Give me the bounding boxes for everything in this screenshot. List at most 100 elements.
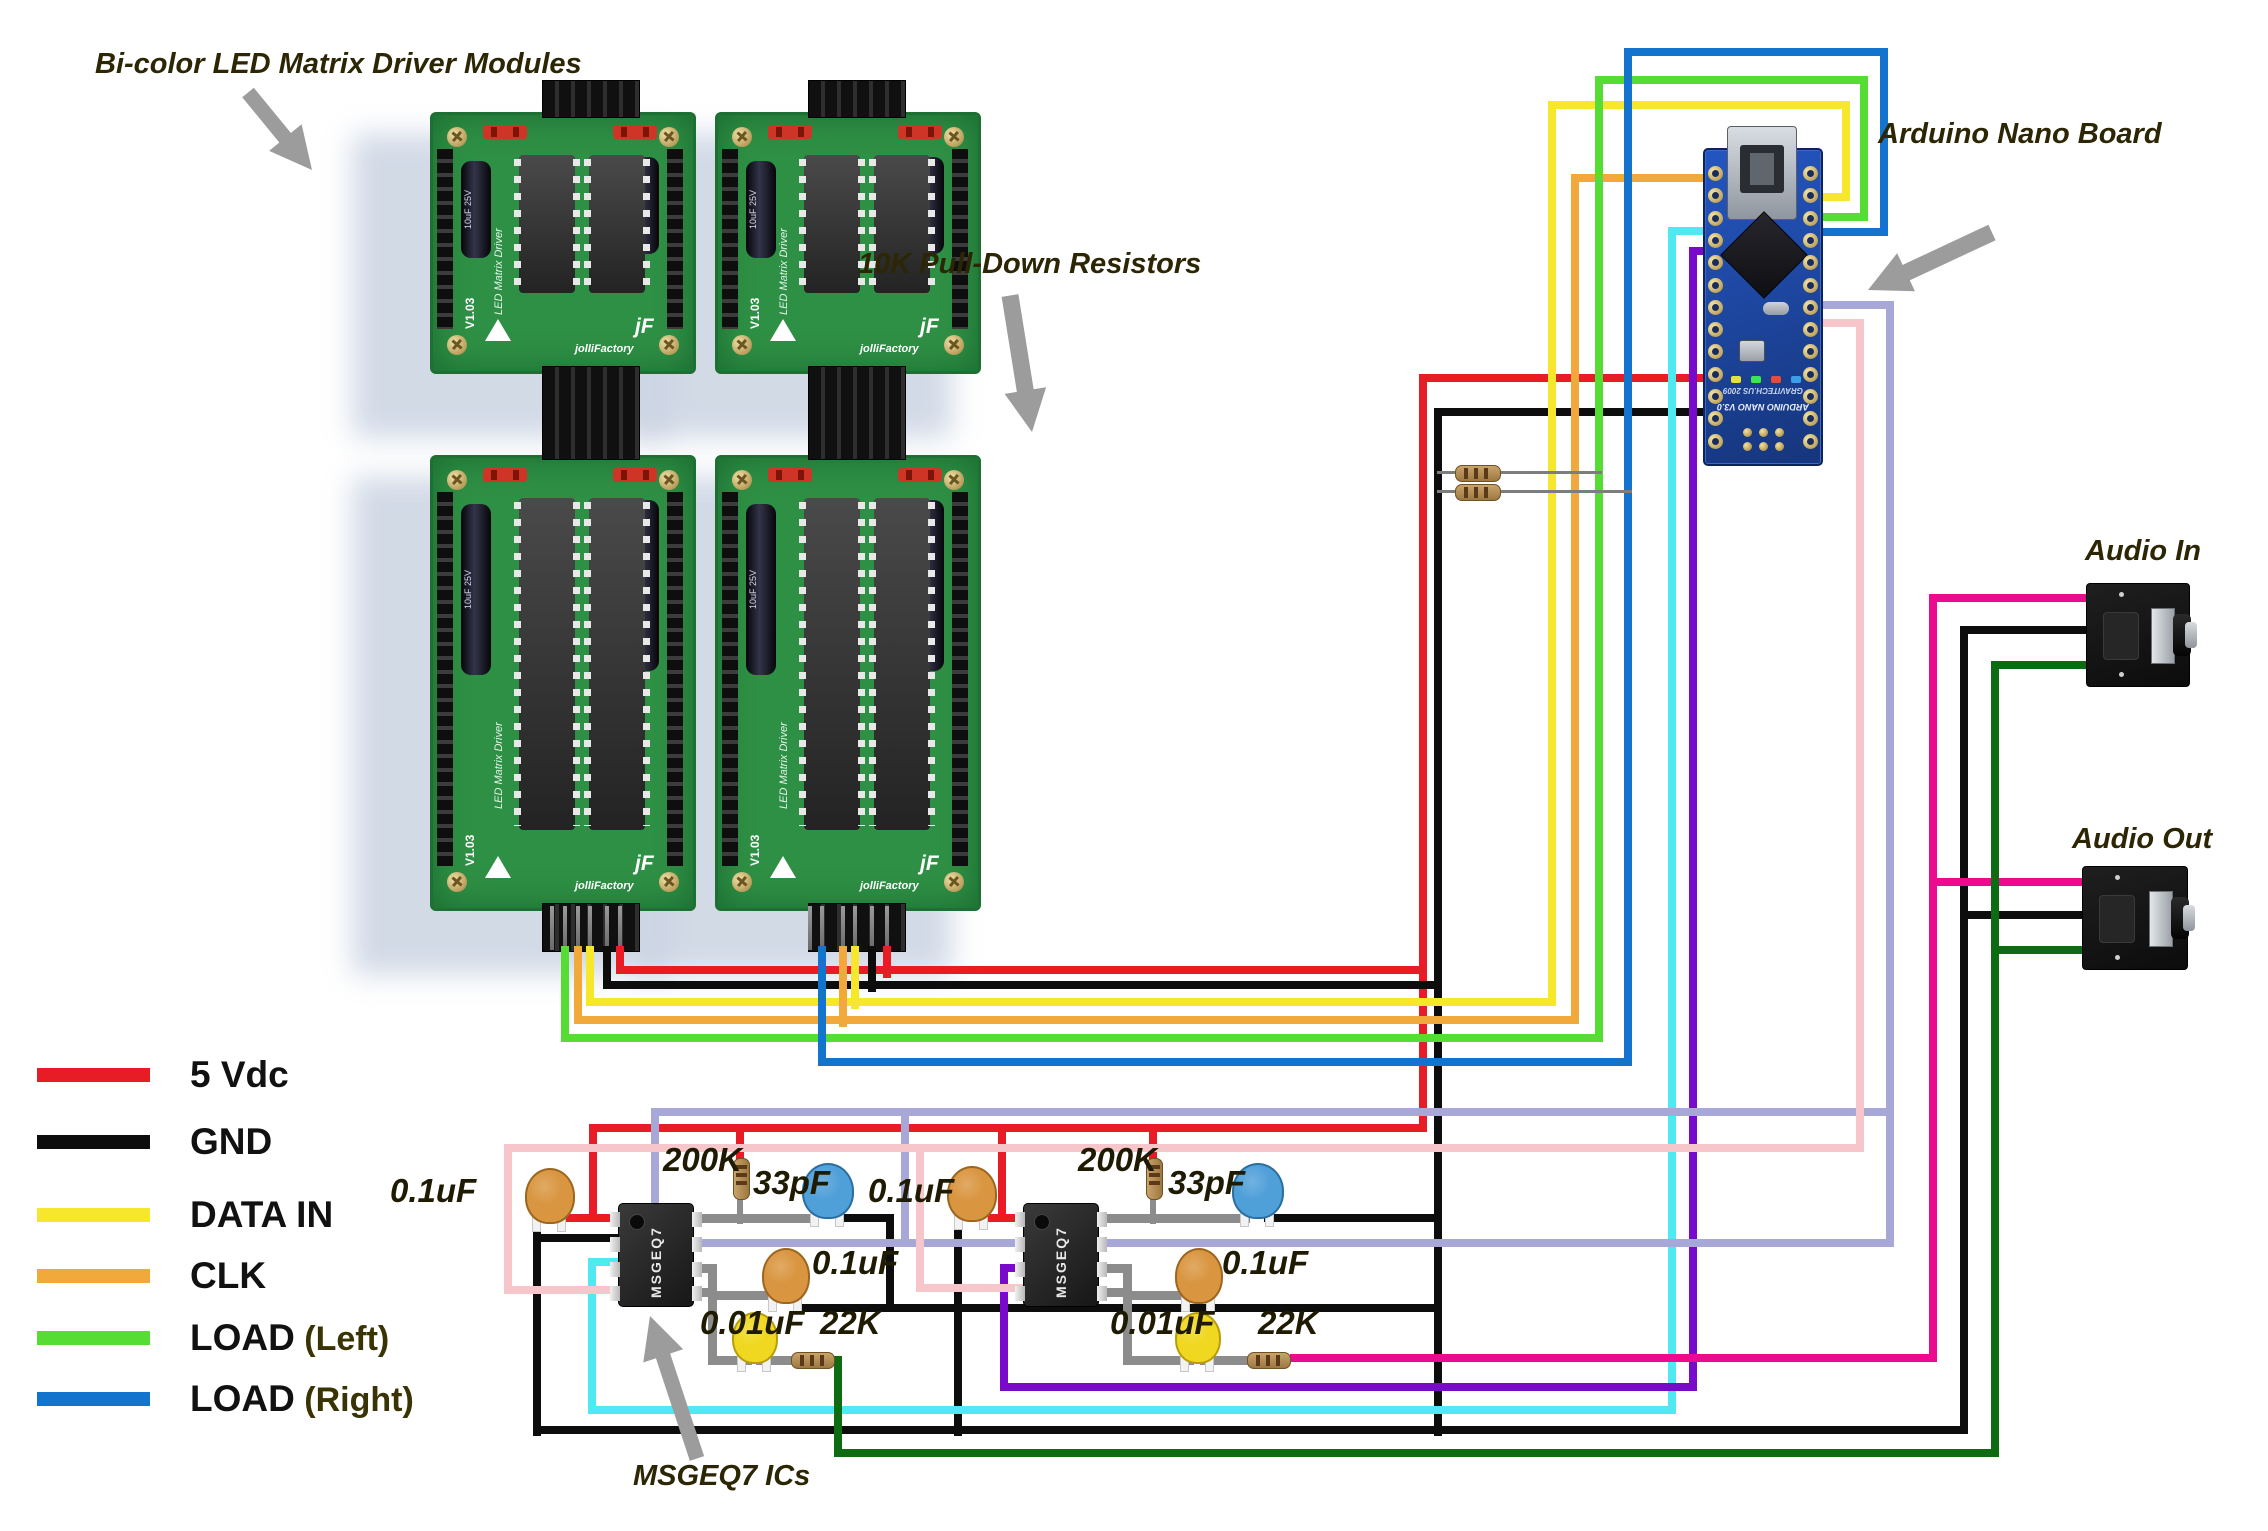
wire-datain-yellow bbox=[1842, 101, 1850, 201]
dip-pin bbox=[692, 1286, 702, 1302]
msgeq7-ic-left: MSGEQ7 bbox=[610, 1203, 702, 1307]
wire-gray-right-pin4 bbox=[1122, 1287, 1132, 1365]
screw-icon bbox=[944, 872, 964, 892]
wire-clk-right-module-stub bbox=[839, 946, 847, 1027]
cap-33pF-left bbox=[802, 1163, 854, 1219]
io-pin bbox=[1803, 166, 1818, 181]
brand-name: jolliFactory bbox=[575, 880, 634, 892]
status-led bbox=[1731, 376, 1741, 383]
dip-pin bbox=[610, 1286, 620, 1302]
band bbox=[906, 127, 912, 137]
ic-pins-left bbox=[869, 159, 876, 289]
resistor-band bbox=[1484, 468, 1488, 479]
diagram-label: Arduino Nano Board bbox=[1878, 118, 2162, 150]
wire-gnd-audio-out-branch bbox=[1960, 911, 2094, 919]
resistor-200K-left bbox=[733, 1158, 750, 1200]
resistor-smd bbox=[613, 125, 657, 139]
wire-gray-left-pin3 bbox=[707, 1290, 782, 1300]
wire-purple-right-msgeq7 bbox=[1000, 1264, 1029, 1272]
resistor-band bbox=[1474, 487, 1478, 498]
resistor-band bbox=[736, 1181, 747, 1185]
pin-header-right bbox=[667, 492, 683, 866]
wire-cyan-left-msgeq7 bbox=[1668, 227, 1716, 235]
driver-ic bbox=[514, 498, 580, 830]
screw-icon bbox=[732, 127, 752, 147]
wire-gray-left-pin3 bbox=[707, 1263, 717, 1300]
brand-name: jolliFactory bbox=[860, 343, 919, 355]
arrow-to-msgeq7 bbox=[654, 1349, 705, 1461]
dip-pin bbox=[1015, 1286, 1025, 1302]
screw-icon bbox=[447, 335, 467, 355]
io-pin bbox=[1803, 210, 1818, 226]
pin-hole bbox=[1807, 192, 1814, 200]
dip-pin bbox=[1097, 1212, 1107, 1227]
diagram-label: Audio Out bbox=[2072, 823, 2213, 855]
arrow-to-pulldown-resistors-head bbox=[1004, 387, 1053, 436]
io-pin bbox=[1708, 411, 1723, 427]
wire-gnd-left-cap bbox=[533, 1216, 541, 1436]
screw-icon bbox=[944, 335, 964, 355]
driver-ic bbox=[869, 498, 935, 830]
resistor-band bbox=[1474, 468, 1478, 479]
resistor-band bbox=[820, 1355, 824, 1366]
pin-hole bbox=[1807, 326, 1814, 334]
resistor-10K-bottom bbox=[1455, 484, 1501, 501]
pin-hole bbox=[1712, 370, 1719, 378]
wire-gray-left-001uf-to-22k bbox=[755, 1355, 800, 1365]
wire-5vdc-modules-to-arduino bbox=[1419, 374, 1716, 382]
pin-hole bbox=[1712, 393, 1719, 400]
wire-gnd-mid-1308 bbox=[793, 1304, 1442, 1312]
screw-icon bbox=[447, 470, 467, 490]
wire-lavender-bus-lower-to-arduino bbox=[686, 1239, 1894, 1247]
wire-gnd-bottom-bus-to-audio bbox=[533, 1426, 1968, 1434]
wire-gray-left-pin1 bbox=[685, 1213, 818, 1223]
pin-hole bbox=[1807, 259, 1814, 267]
wire-darkgreen-audio-in bbox=[1991, 661, 2094, 669]
io-pin bbox=[1708, 433, 1723, 449]
component-value-label: 33pF bbox=[753, 1164, 831, 1201]
io-pin bbox=[1803, 322, 1818, 338]
band bbox=[621, 127, 627, 137]
pin-hole bbox=[1807, 393, 1814, 400]
capacitor-10uf: 10uF 25V bbox=[746, 504, 776, 675]
wire-purple-right-msgeq7 bbox=[1000, 1383, 1697, 1391]
jack-detail bbox=[2103, 612, 2139, 660]
driver-ic bbox=[584, 498, 650, 830]
resistor-smd bbox=[483, 468, 527, 482]
resistor-10K-top bbox=[1455, 465, 1501, 482]
jack-dot bbox=[2115, 955, 2120, 960]
pin-hole bbox=[1712, 303, 1719, 311]
resistor-band bbox=[800, 1355, 804, 1366]
wire-pink-right-loop bbox=[916, 1284, 1029, 1292]
legend-label: LOAD (Right) bbox=[190, 1378, 710, 1422]
dip-pin bbox=[1097, 1261, 1107, 1277]
icsp-pin bbox=[1759, 428, 1768, 437]
wire-gnd-right-33pf bbox=[1264, 1214, 1442, 1222]
pin-hole bbox=[1807, 415, 1814, 423]
screw-icon bbox=[944, 470, 964, 490]
band bbox=[513, 470, 519, 480]
resistor-smd bbox=[898, 125, 942, 139]
cap-0.01uF-left bbox=[732, 1312, 778, 1364]
status-led bbox=[1751, 376, 1761, 383]
silk-arrow-icon bbox=[485, 856, 511, 878]
wire-gnd-spine bbox=[1434, 981, 1442, 1436]
wire-pink-bus-to-arduino bbox=[1816, 319, 1864, 327]
wire-load-right-blue bbox=[1624, 48, 1632, 1066]
legend-label: DATA IN bbox=[190, 1194, 710, 1238]
silk-arrow-icon bbox=[485, 319, 511, 341]
resistor-smd bbox=[483, 125, 527, 139]
icsp-pin bbox=[1775, 442, 1784, 451]
cap-0.01uF-right bbox=[1175, 1312, 1221, 1364]
band bbox=[513, 127, 519, 137]
dip-pin bbox=[1015, 1212, 1025, 1227]
legend-label-main: LOAD bbox=[190, 1378, 295, 1419]
jack-tip bbox=[2185, 622, 2197, 648]
jack-tab bbox=[2149, 891, 2173, 947]
wire-gray-right-001uf-to-22k bbox=[1199, 1355, 1254, 1365]
